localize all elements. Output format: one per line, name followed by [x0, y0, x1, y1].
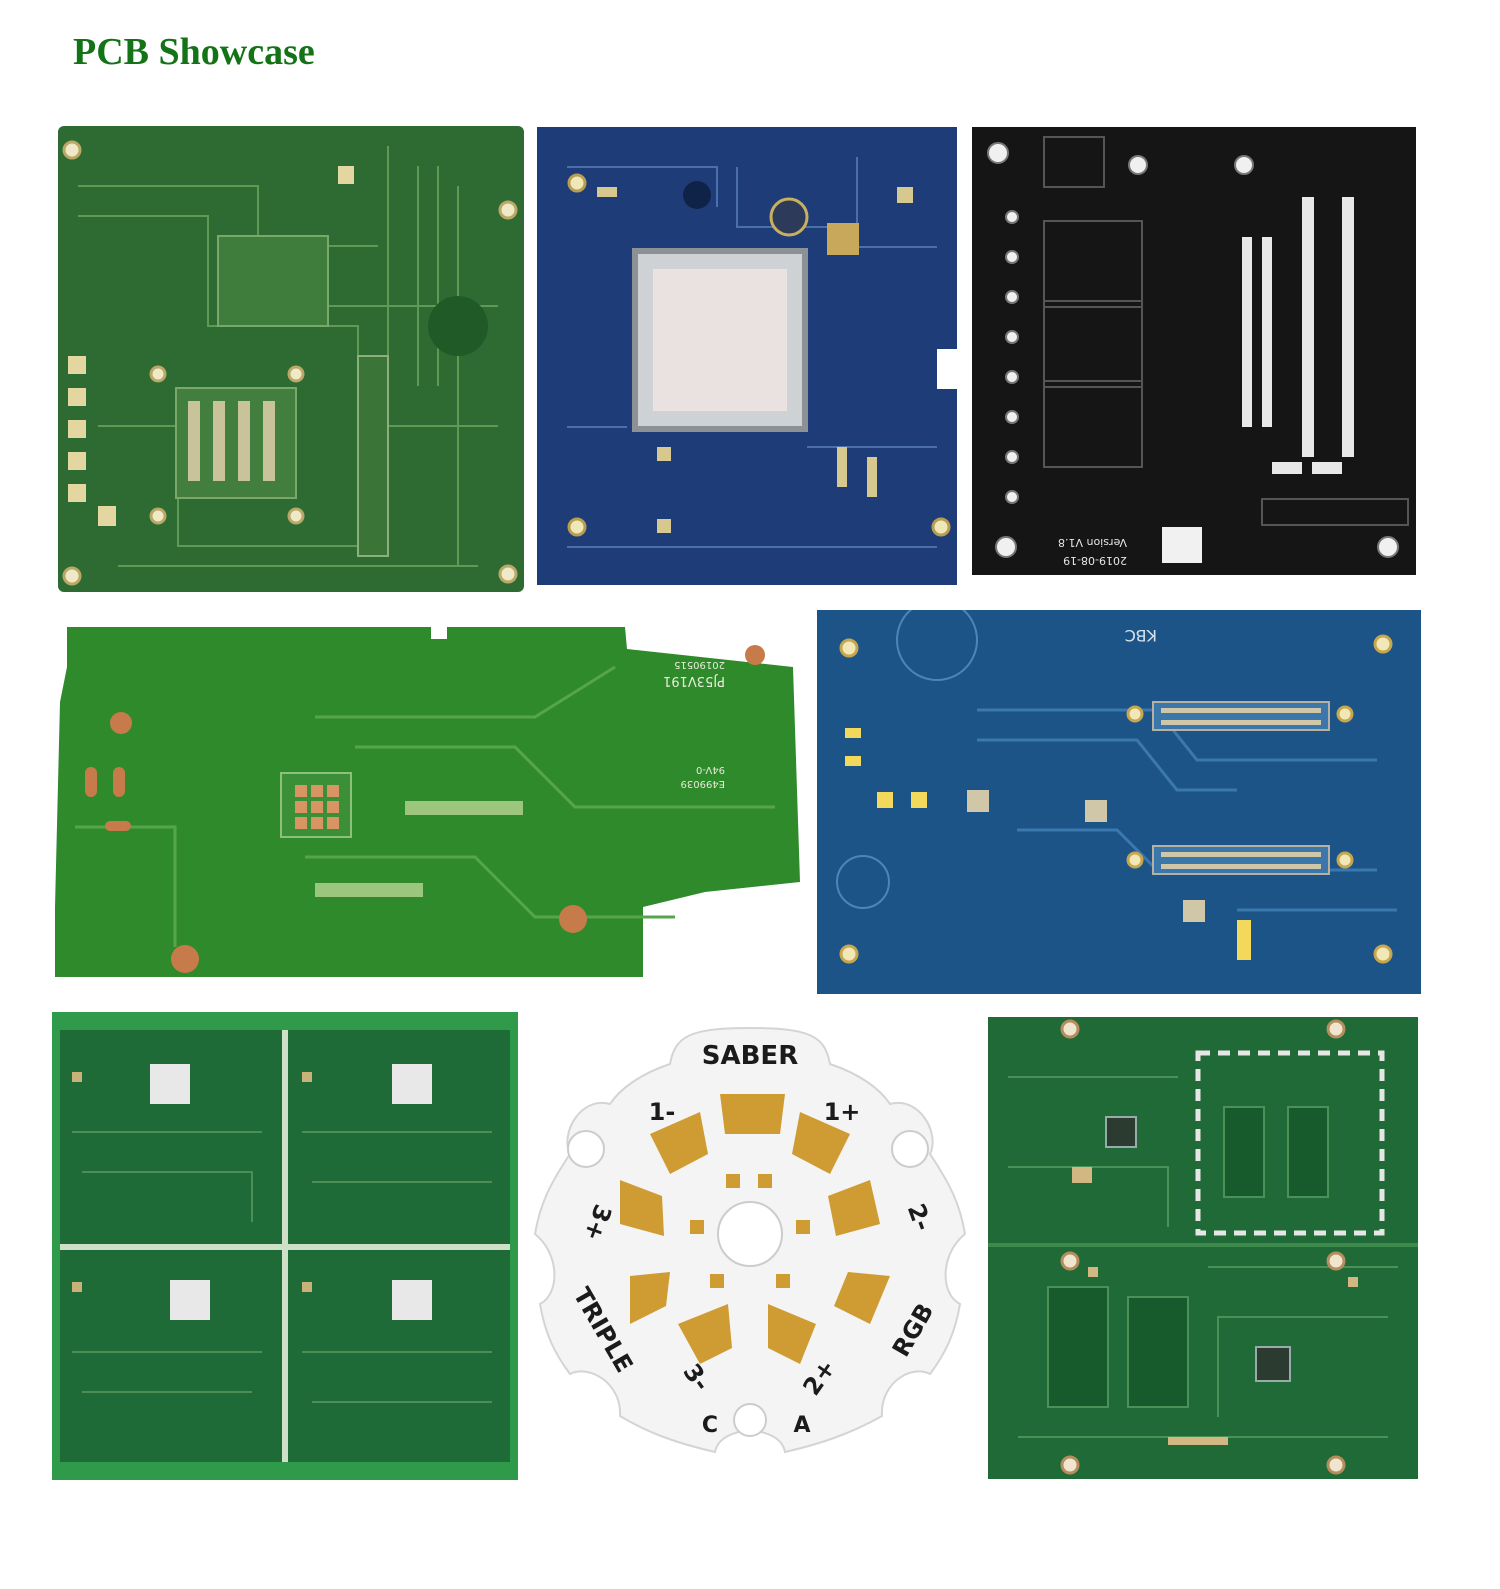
pcb-green-motherboard	[58, 126, 524, 592]
pcb-green-dense-board	[988, 1017, 1418, 1479]
label-a: A	[793, 1413, 810, 1438]
page-title: PCB Showcase	[73, 31, 315, 73]
silkscreen-kbc: KBC	[1125, 626, 1157, 645]
pcb-green-panel-four	[52, 1012, 518, 1480]
silkscreen-ul-number: E499039	[681, 778, 726, 789]
silkscreen-saber: SABER	[702, 1041, 798, 1071]
silkscreen-date-code: 20190515	[674, 659, 725, 670]
label-1-plus: 1+	[824, 1098, 861, 1126]
pcb-green-irregular-board: PJ53V191 20190515 E499039 94V-0	[55, 627, 800, 977]
silkscreen-version: Version V1.8	[1058, 536, 1127, 549]
silkscreen-part-number: PJ53V191	[663, 673, 725, 688]
pcb-white-led-star: SABER 1- 1+ 2- 2+ 3- 3+ C A TRIPLE RGB	[533, 1026, 967, 1454]
pcb-blue-kbc-board: KBC	[817, 610, 1421, 994]
silkscreen-rating: 94V-0	[696, 764, 725, 775]
silkscreen-date: 2019-08-19	[1063, 554, 1127, 567]
label-1-minus: 1-	[649, 1098, 676, 1126]
label-c: C	[702, 1413, 718, 1438]
pcb-blue-bga-board	[537, 127, 957, 585]
pcb-black-board: Version V1.8 2019-08-19	[972, 127, 1416, 575]
